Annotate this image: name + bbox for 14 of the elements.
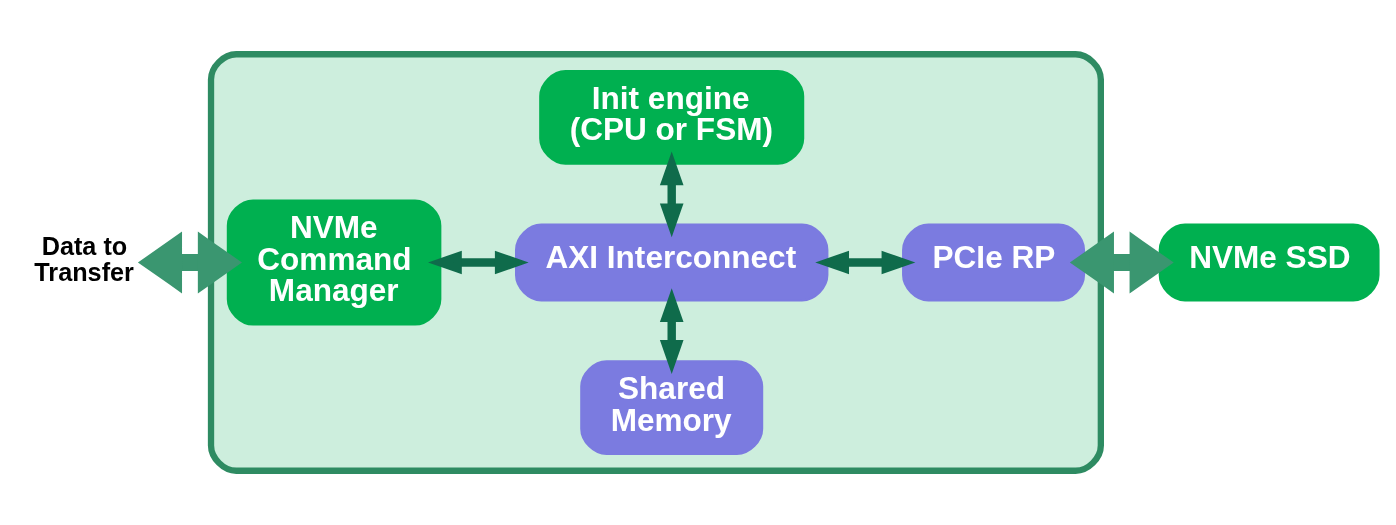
arrow — [137, 231, 242, 294]
node-box: Init engine (CPU or FSM) — [539, 70, 805, 165]
cluster — [207, 51, 1104, 474]
node-box: NVMe Command Manager — [226, 199, 442, 326]
node-box: AXI Interconnect — [515, 223, 829, 302]
node-box: PCIe RP — [902, 223, 1086, 302]
node-box: NVMe SSD — [1158, 223, 1380, 302]
arrow — [659, 151, 684, 238]
node-box: Shared Memory — [580, 360, 764, 455]
arrow — [815, 250, 916, 275]
node-text: Data to Transfer — [34, 232, 134, 286]
arrow — [428, 250, 529, 275]
arrow — [659, 288, 684, 374]
arrow — [1069, 231, 1174, 294]
